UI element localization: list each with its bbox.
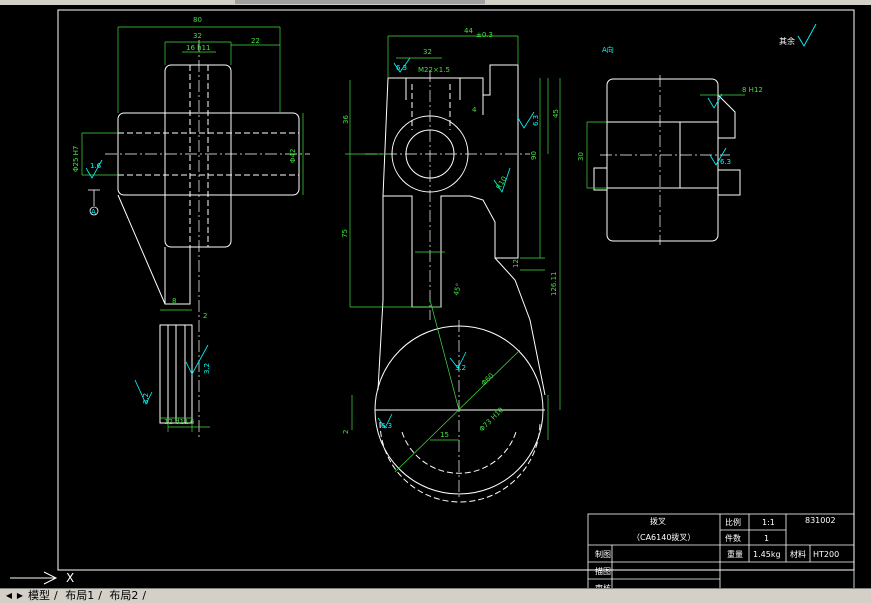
ucs-icon bbox=[10, 571, 58, 585]
tab-prev-icon[interactable]: ▶ bbox=[16, 591, 24, 600]
title-drawing-no: 831002 bbox=[805, 516, 836, 525]
roughness-1-6: 1.6 bbox=[90, 162, 102, 170]
dim-15: 15 bbox=[440, 431, 449, 439]
dim-bore-25: Φ25 H7 bbox=[72, 146, 80, 172]
title-material-value: HT200 bbox=[813, 550, 839, 559]
tab-strip: 模型/ 布局1/ 布局2/ bbox=[24, 589, 146, 603]
tol-03: ±0.3 bbox=[476, 31, 493, 39]
title-qty-label: 件数 bbox=[725, 533, 741, 543]
dim-gap-8: 8 bbox=[172, 297, 176, 305]
dim-44: 44 bbox=[464, 27, 473, 35]
dim-slot-6: 6 bbox=[190, 418, 195, 426]
title-part-sub: （CA6140拨叉） bbox=[632, 532, 695, 542]
title-drafter-label: 描图 bbox=[595, 566, 611, 576]
dim-12: 12 bbox=[512, 259, 520, 268]
view-a-label: A向 bbox=[602, 45, 614, 54]
left-roughness-symbols bbox=[85, 159, 209, 405]
tab-layout-1[interactable]: 布局1 bbox=[65, 589, 95, 602]
dim-gap-2: 2 bbox=[203, 312, 207, 320]
dim-slot-8: 8 H12 bbox=[742, 86, 763, 94]
left-view-centerlines bbox=[105, 40, 310, 440]
title-weight-label: 重量 bbox=[727, 549, 743, 559]
roughness-3-2-left: 3.2 bbox=[142, 393, 150, 404]
roughness-6-3-bottom: 6.3 bbox=[381, 422, 392, 430]
datum-a-label: A bbox=[91, 208, 96, 216]
dim-32-center: 32 bbox=[423, 48, 432, 56]
dim-2: 2 bbox=[342, 430, 350, 434]
dim-75: 75 bbox=[341, 229, 349, 238]
dim-36: 36 bbox=[342, 115, 350, 124]
title-part-name: 拨叉 bbox=[650, 516, 666, 526]
dim-30-right: 30 bbox=[577, 152, 585, 161]
title-scale-label: 比例 bbox=[725, 517, 741, 527]
top-scrollbar-thumb[interactable] bbox=[235, 0, 485, 4]
thread-m22: M22×1.5 bbox=[418, 66, 450, 74]
left-view-dimensions bbox=[81, 26, 304, 432]
center-view bbox=[374, 64, 546, 495]
angle-45: 45° bbox=[452, 282, 463, 296]
drawing-border bbox=[57, 9, 855, 571]
dim-overall-width: 80 bbox=[193, 16, 202, 24]
dim-45: 45 bbox=[552, 109, 560, 118]
right-view-centerlines bbox=[600, 75, 730, 245]
roughness-6-3-right: 6.3 bbox=[532, 115, 540, 126]
title-scale-value: 1:1 bbox=[762, 518, 775, 527]
tab-layout-2[interactable]: 布局2 bbox=[109, 589, 139, 602]
roughness-3-2-center: 3.2 bbox=[455, 364, 466, 372]
dim-bore-16: 16 h11 bbox=[186, 44, 210, 52]
dim-dia-60: Φ60 bbox=[480, 372, 496, 388]
right-view bbox=[593, 78, 741, 242]
roughness-other-note: 其余 bbox=[779, 36, 795, 46]
title-weight-value: 1.45kg bbox=[753, 550, 781, 559]
center-roughness-symbols bbox=[377, 57, 535, 429]
dim-dia-42: Φ42 bbox=[289, 149, 297, 163]
dim-90: 90 bbox=[530, 151, 538, 160]
datum-symbol bbox=[88, 189, 100, 216]
dim-slot-12: 12 d11 bbox=[164, 418, 188, 426]
title-material-label: 材料 bbox=[790, 549, 806, 559]
roughness-6-3-top: 6.3 bbox=[396, 64, 407, 72]
dim-4: 4 bbox=[472, 106, 477, 114]
tab-model[interactable]: 模型 bbox=[28, 589, 50, 602]
roughness-other-icon bbox=[797, 23, 817, 47]
center-view-hidden bbox=[379, 84, 541, 503]
roughness-6-3-right-view: 6.3 bbox=[720, 158, 731, 166]
right-roughness-symbols bbox=[707, 93, 727, 166]
dim-width-32: 32 bbox=[193, 32, 202, 40]
roughness-3-2-right: 3.2 bbox=[203, 363, 211, 374]
left-view-hidden bbox=[118, 65, 299, 247]
layout-tab-bar: ◀ ▶ 模型/ 布局1/ 布局2/ bbox=[0, 588, 871, 603]
title-designer-label: 制图 bbox=[595, 549, 611, 559]
ucs-x-label: X bbox=[66, 571, 74, 585]
title-qty-value: 1 bbox=[764, 534, 769, 543]
right-view-dimensions bbox=[586, 94, 745, 189]
dim-126: 126.11 bbox=[550, 272, 558, 297]
dim-right-22: 22 bbox=[251, 37, 260, 45]
tab-first-icon[interactable]: ◀ bbox=[5, 591, 13, 600]
center-view-dimensions bbox=[345, 35, 561, 473]
